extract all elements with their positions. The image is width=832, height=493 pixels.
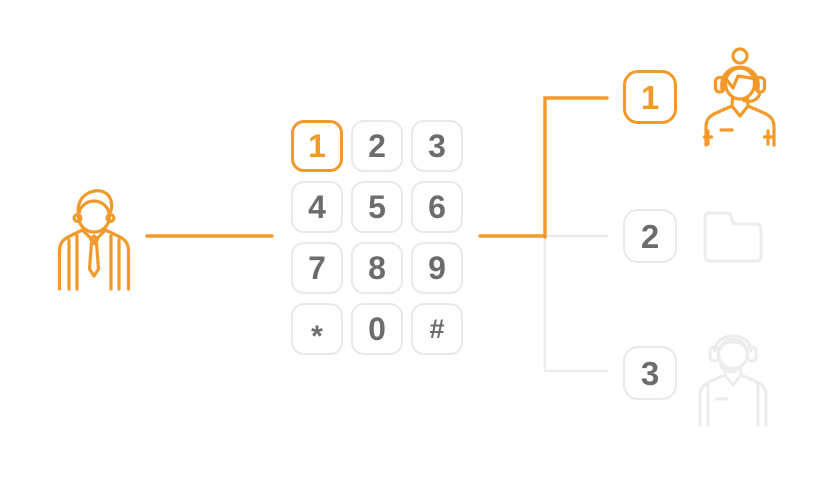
female-agent-headset-icon — [699, 47, 777, 147]
keypad-key-star[interactable]: * — [291, 303, 343, 355]
menu-option-2-key[interactable]: 2 — [623, 209, 677, 263]
keypad-key-2[interactable]: 2 — [351, 120, 403, 172]
menu-option-3-key[interactable]: 3 — [623, 346, 677, 400]
caller-businessman-icon — [56, 183, 132, 291]
keypad-key-3[interactable]: 3 — [411, 120, 463, 172]
male-agent-headset-icon — [696, 321, 770, 427]
keypad-key-0[interactable]: 0 — [351, 303, 403, 355]
keypad-key-7[interactable]: 7 — [291, 242, 343, 294]
branch-line-option-3 — [543, 236, 608, 373]
keypad-key-5[interactable]: 5 — [351, 181, 403, 233]
keypad-key-8[interactable]: 8 — [351, 242, 403, 294]
folder-icon — [701, 207, 765, 265]
keypad-key-1[interactable]: 1 — [291, 120, 343, 172]
keypad-key-hash[interactable]: # — [411, 303, 463, 355]
keypad-key-4[interactable]: 4 — [291, 181, 343, 233]
keypad-key-6[interactable]: 6 — [411, 181, 463, 233]
menu-option-1-key[interactable]: 1 — [623, 70, 677, 124]
keypad-key-9[interactable]: 9 — [411, 242, 463, 294]
branch-line-option-1 — [543, 96, 609, 239]
phone-keypad: 1 2 3 4 5 6 7 8 9 * 0 # — [291, 120, 463, 355]
